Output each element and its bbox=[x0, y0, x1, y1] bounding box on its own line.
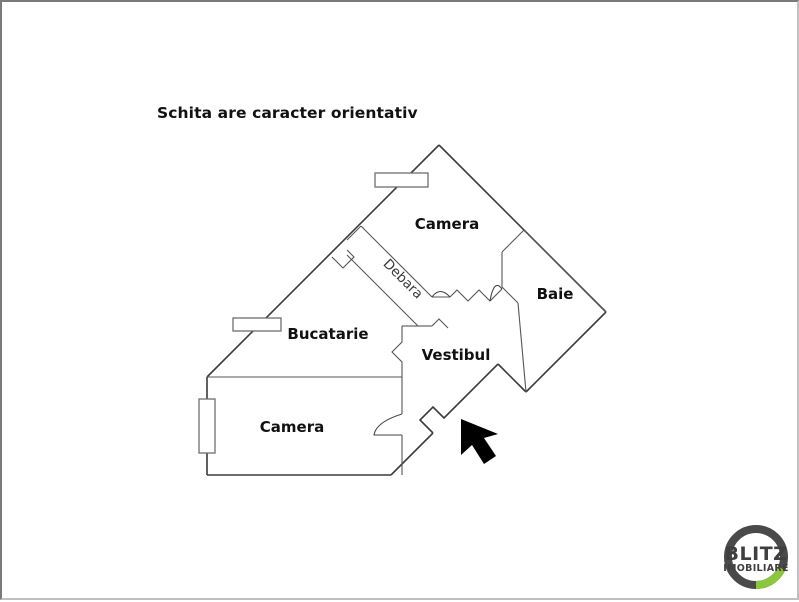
windows bbox=[198, 172, 429, 454]
room-label-bucatarie: Bucatarie bbox=[287, 325, 368, 343]
logo-tagline-text: IMOBILIARE bbox=[723, 563, 789, 574]
window-top-icon bbox=[374, 172, 429, 188]
brand-logo[interactable]: BLITZ IMOBILIARE bbox=[720, 521, 792, 593]
room-label-camera-top: Camera bbox=[415, 215, 479, 233]
window-left-kitchen-icon bbox=[232, 317, 282, 332]
logo-brand-text: BLITZ bbox=[725, 543, 788, 565]
page-title: Schita are caracter orientativ bbox=[157, 104, 418, 122]
window-left-room-icon bbox=[198, 398, 216, 454]
room-label-vestibul: Vestibul bbox=[422, 346, 491, 364]
interior-walls bbox=[207, 225, 607, 475]
logo-accent-arc bbox=[755, 566, 786, 589]
entrance-arrow-icon bbox=[461, 419, 498, 464]
room-label-camera-bottom: Camera bbox=[260, 418, 324, 436]
room-label-baie: Baie bbox=[537, 285, 574, 303]
